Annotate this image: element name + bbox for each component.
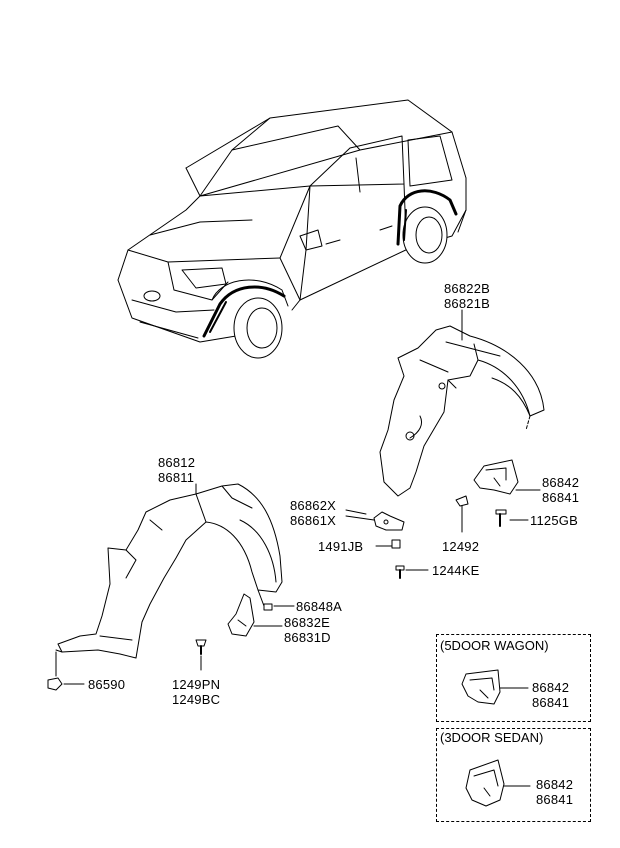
label-86821B: 86821B: [444, 296, 491, 311]
label-12492: 12492: [442, 539, 480, 554]
nut-86848-drawing: [263, 603, 273, 611]
wagon-variant-box: [436, 634, 591, 722]
rear-mudguard-drawing: [473, 459, 519, 495]
label-86811: 86811: [158, 470, 195, 485]
wagon-mudguard-drawing: [461, 669, 501, 705]
label-1249BC: 1249BC: [172, 692, 221, 707]
wagon-part-label-right: 86841: [532, 695, 570, 710]
label-1244KE: 1244KE: [432, 563, 480, 578]
label-86862X: 86862X: [290, 498, 337, 513]
screw-1125-drawing: [495, 509, 507, 527]
wagon-part-label-left: 86842: [532, 680, 570, 695]
front-wheel-guard-drawing: [55, 483, 283, 659]
label-86848A: 86848A: [296, 599, 343, 614]
sedan-part-label-left: 86842: [536, 777, 574, 792]
sedan-box-title: (3DOOR SEDAN): [440, 730, 544, 745]
wagon-box-title: (5DOOR WAGON): [440, 638, 549, 653]
screw-1244-drawing: [395, 565, 405, 579]
label-86861X: 86861X: [290, 513, 337, 528]
label-86822B: 86822B: [444, 281, 491, 296]
car-illustration: [117, 99, 467, 359]
label-86831D: 86831D: [284, 630, 331, 645]
label-86590: 86590: [88, 677, 126, 692]
label-86832E: 86832E: [284, 615, 331, 630]
label-86812: 86812: [158, 455, 196, 470]
rear-wheel-guard-drawing: [379, 325, 545, 497]
label-1491JB: 1491JB: [318, 539, 364, 554]
sedan-mudguard-drawing: [465, 759, 505, 807]
label-1125GB: 1125GB: [530, 513, 578, 528]
label-86841-rear: 86841: [542, 490, 580, 505]
clip-86590-drawing: [47, 677, 63, 691]
label-1249PN: 1249PN: [172, 677, 221, 692]
screw-1249-drawing: [195, 639, 207, 655]
sedan-variant-box: [436, 728, 591, 822]
clip-12492-drawing: [455, 495, 469, 513]
label-86842-rear: 86842: [542, 475, 580, 490]
front-mudguard-drawing: [227, 593, 255, 637]
leader-lines: [55, 309, 541, 787]
bracket-drawing: [373, 511, 405, 531]
sedan-part-label-right: 86841: [536, 792, 574, 807]
bolt-1491-drawing: [391, 539, 401, 549]
